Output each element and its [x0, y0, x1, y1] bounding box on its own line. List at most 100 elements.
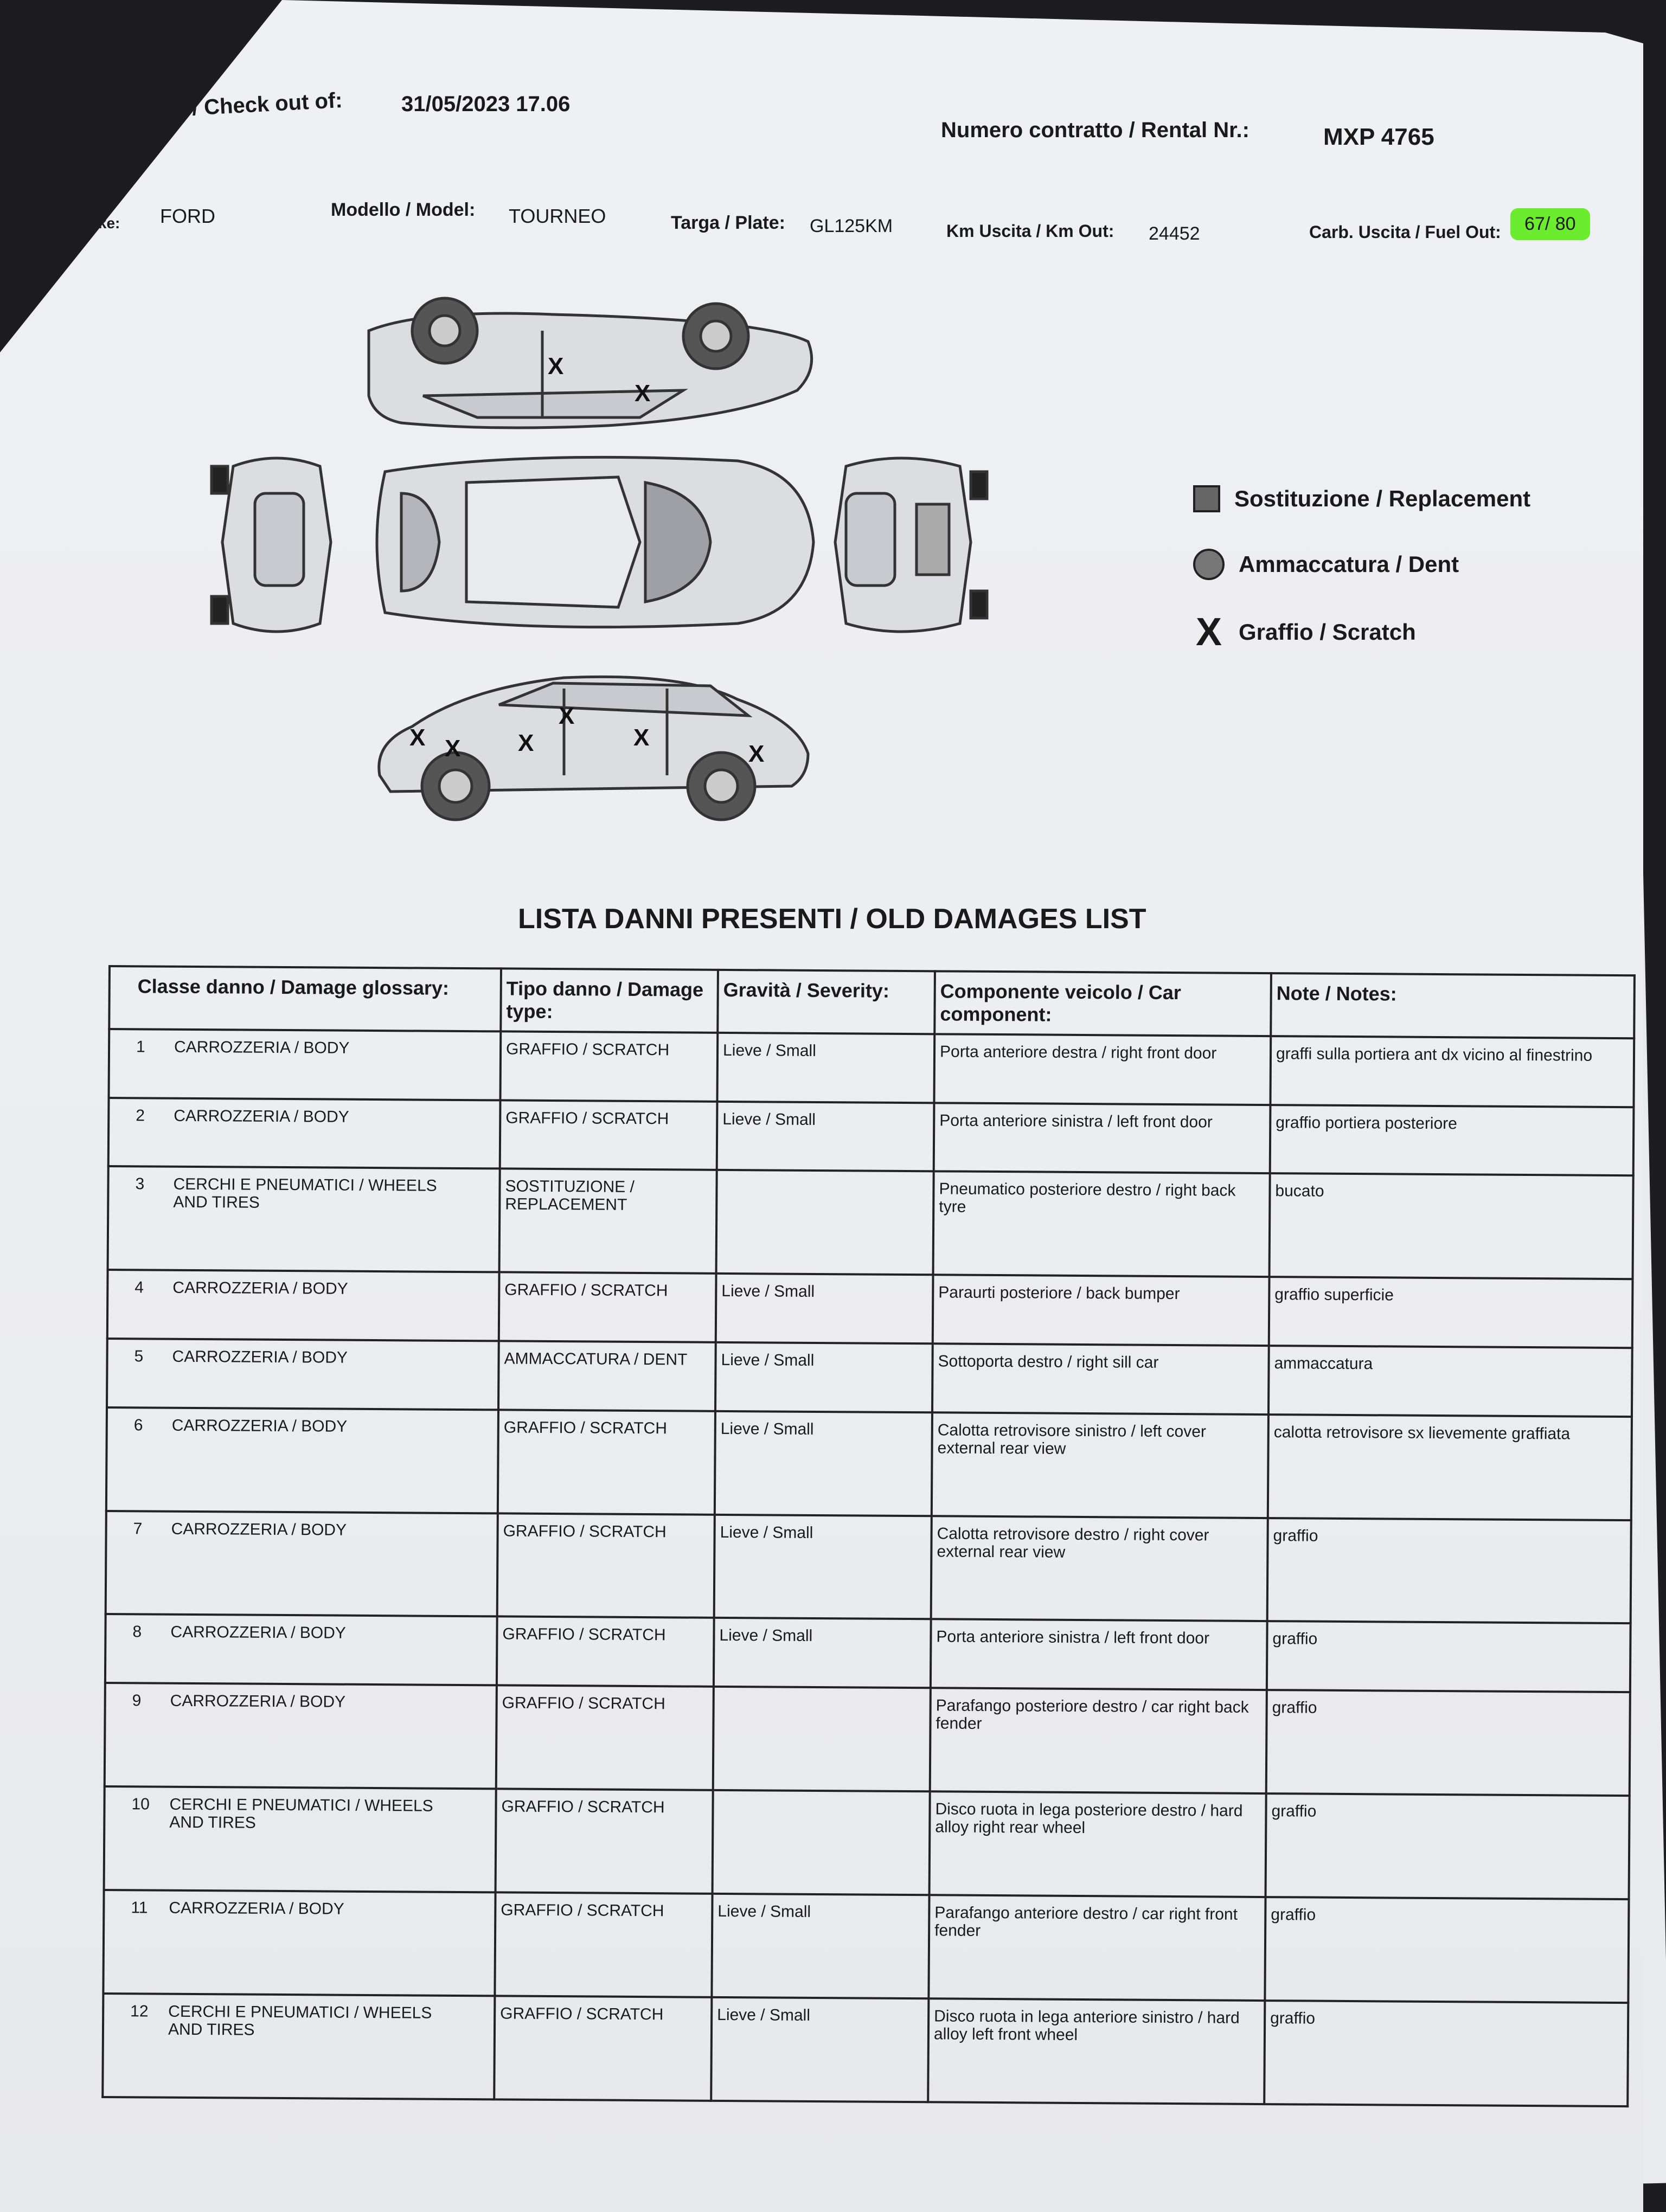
damage-class: CERCHI E PNEUMATICI / WHEELS AND TIRES	[169, 1795, 433, 1832]
damage-class: CARROZZERIA / BODY	[171, 1416, 348, 1436]
checkout-label: del / Check out of:	[154, 88, 343, 123]
cell-type: AMMACCATURA / DENT	[498, 1341, 716, 1411]
damage-class: CARROZZERIA / BODY	[174, 1107, 349, 1126]
cell-type: GRAFFIO / SCRATCH	[495, 1892, 713, 1997]
contract-label: Numero contratto / Rental Nr.:	[941, 118, 1250, 142]
col-header-notes: Note / Notes:	[1271, 973, 1635, 1039]
damage-class: CARROZZERIA / BODY	[174, 1038, 350, 1057]
model-label: Modello / Model:	[331, 200, 476, 220]
cell-type: GRAFFIO / SCRATCH	[500, 1031, 718, 1102]
cell-type: GRAFFIO / SCRATCH	[495, 1789, 713, 1894]
damage-class: CERCHI E PNEUMATICI / WHEELS AND TIRES	[168, 2002, 432, 2039]
cell-severity: Lieve / Small	[713, 1618, 931, 1688]
cell-severity	[713, 1686, 931, 1792]
cell-type: GRAFFIO / SCRATCH	[499, 1100, 717, 1171]
cell-type: GRAFFIO / SCRATCH	[497, 1409, 715, 1515]
damage-class: CARROZZERIA / BODY	[172, 1347, 348, 1367]
car-damage-diagram: X X X X X X X X	[210, 297, 989, 821]
cell-type: SOSTITUZIONE / REPLACEMENT	[499, 1168, 717, 1274]
cell-severity: Lieve / Small	[714, 1514, 932, 1619]
cell-type: GRAFFIO / SCRATCH	[497, 1513, 715, 1618]
cell-type: GRAFFIO / SCRATCH	[496, 1685, 714, 1790]
damage-class: CARROZZERIA / BODY	[170, 1623, 346, 1643]
cell-severity: Lieve / Small	[714, 1411, 932, 1516]
scratch-mark: X	[409, 724, 425, 751]
col-header-severity: Gravità / Severity:	[717, 969, 935, 1034]
cell-note: graffio	[1266, 1621, 1631, 1693]
damage-table: Classe danno / Damage glossary: Tipo dan…	[101, 965, 1636, 2107]
cell-severity	[716, 1170, 934, 1275]
cell-note: graffio superficie	[1268, 1277, 1633, 1348]
cell-note: calotta retrovisore sx lievemente graffi…	[1267, 1414, 1632, 1520]
cell-note: graffio	[1264, 2001, 1629, 2107]
table-header-row: Classe danno / Damage glossary: Tipo dan…	[109, 966, 1635, 1039]
legend-dent: Ammaccatura / Dent	[1193, 549, 1459, 580]
row-number: 11	[131, 1899, 148, 1917]
km-label: Km Uscita / Km Out:	[946, 221, 1114, 241]
row-number: 9	[132, 1692, 142, 1710]
row-number: 7	[133, 1519, 143, 1538]
row-number: 8	[132, 1623, 142, 1641]
car-front-view	[834, 456, 989, 633]
damage-class: CARROZZERIA / BODY	[171, 1520, 347, 1539]
scratch-mark: X	[748, 741, 764, 767]
plate-value: GL125KM	[810, 216, 893, 236]
scratch-x-icon: X	[1195, 610, 1222, 654]
car-top-view	[375, 455, 815, 629]
model-value: TOURNEO	[509, 205, 606, 227]
cell-component: Porta anteriore sinistra / left front do…	[933, 1102, 1271, 1174]
scratch-mark: X	[559, 703, 574, 729]
legend-dent-label: Ammaccatura / Dent	[1239, 551, 1459, 577]
cell-severity: Lieve / Small	[711, 1997, 929, 2102]
cell-class: 8 CARROZZERIA / BODY	[105, 1614, 497, 1686]
scratch-mark: X	[518, 730, 534, 756]
cell-component: Paraurti posteriore / back bumper	[932, 1275, 1270, 1346]
cell-severity: Lieve / Small	[717, 1032, 935, 1103]
km-value: 24452	[1149, 223, 1200, 244]
cell-note: bucato	[1269, 1173, 1633, 1279]
make-label: Make:	[77, 215, 120, 232]
row-number: 1	[136, 1038, 145, 1056]
cell-component: Parafango posteriore destro / car right …	[930, 1688, 1267, 1794]
col-header-type: Tipo danno / Damage type:	[501, 968, 718, 1033]
damage-class: CERCHI E PNEUMATICI / WHEELS AND TIRES	[173, 1175, 437, 1212]
scratch-mark: X	[633, 724, 649, 751]
cell-component: Sottoporta destro / right sill car	[932, 1343, 1269, 1414]
cell-component: Porta anteriore sinistra / left front do…	[930, 1619, 1267, 1690]
fuel-value-highlight: 67/ 80	[1510, 208, 1590, 240]
cell-note: graffio	[1265, 1897, 1629, 2003]
legend-replacement: Sostituzione / Replacement	[1193, 485, 1530, 512]
row-number: 2	[136, 1106, 145, 1125]
legend-scratch: X Graffio / Scratch	[1193, 613, 1416, 652]
cell-note: graffio	[1267, 1517, 1631, 1624]
col-header-class: Classe danno / Damage glossary:	[109, 966, 501, 1032]
cell-component: Calotta retrovisore destro / right cover…	[931, 1515, 1268, 1622]
cell-component: Porta anteriore destra / right front doo…	[934, 1034, 1271, 1105]
cell-severity	[712, 1790, 930, 1895]
row-number: 4	[134, 1278, 144, 1297]
checkout-value: 31/05/2023 17.06	[401, 92, 571, 116]
row-number: 10	[131, 1795, 150, 1814]
cell-severity: Lieve / Small	[712, 1893, 930, 1999]
cell-component: Disco ruota in lega posteriore destro / …	[929, 1791, 1266, 1898]
cell-class: 2 CARROZZERIA / BODY	[108, 1097, 501, 1169]
scratch-mark: X	[548, 353, 563, 380]
table-row: 10 CERCHI E PNEUMATICI / WHEELS AND TIRES…	[104, 1786, 1630, 1900]
car-rear-view	[210, 456, 332, 633]
cell-type: GRAFFIO / SCRATCH	[494, 1996, 712, 2101]
plate-label: Targa / Plate:	[671, 213, 785, 233]
cell-note: ammaccatura	[1268, 1346, 1632, 1417]
